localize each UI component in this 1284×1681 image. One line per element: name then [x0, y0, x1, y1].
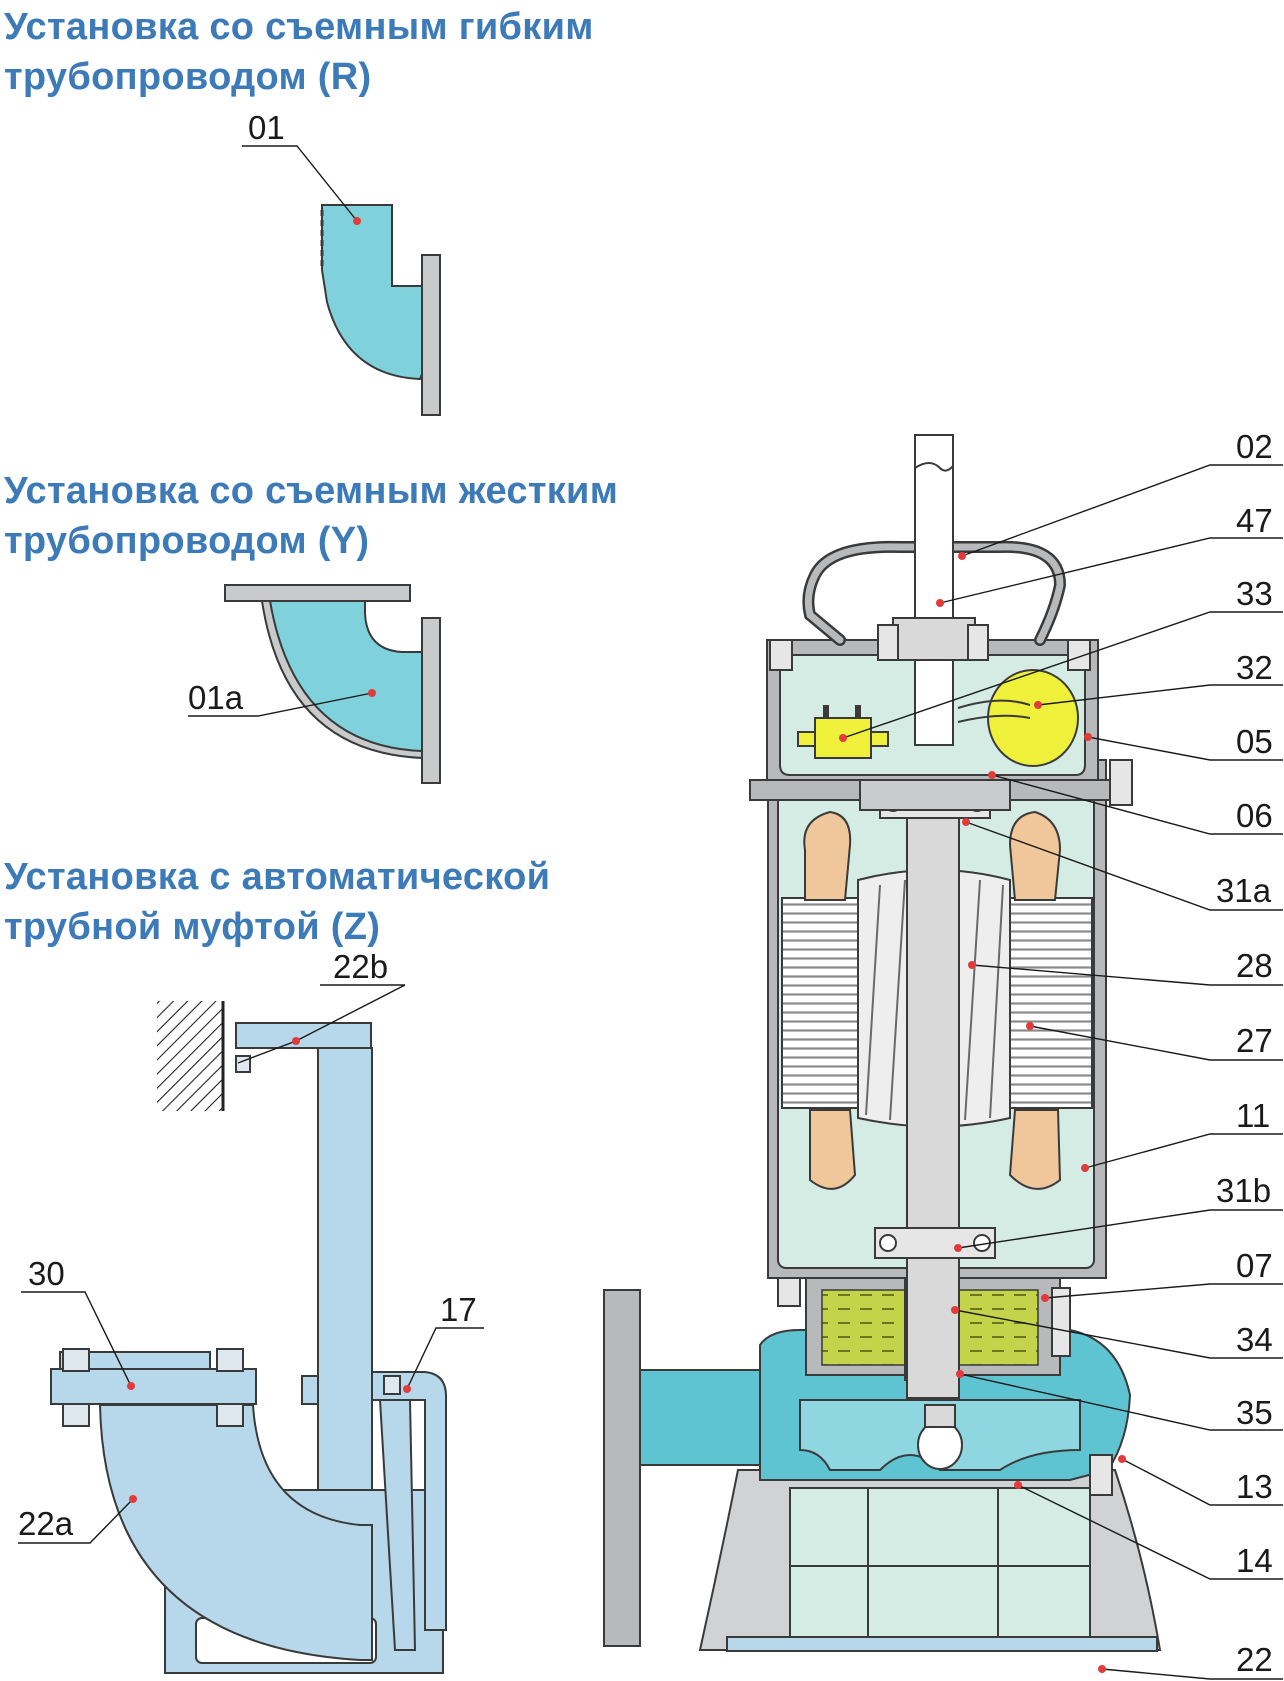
elbow-rigid-01a — [224, 584, 441, 784]
label-32: 32 — [1236, 649, 1273, 686]
heading-line-1: Установка со съемным гибким — [4, 6, 594, 48]
label-14: 14 — [1236, 1542, 1273, 1579]
label-22: 22 — [1236, 1641, 1273, 1678]
heading-line-1: Установка со съемным жестким — [4, 470, 619, 512]
callout-markers — [127, 217, 1126, 1673]
label-22a: 22a — [18, 1505, 74, 1542]
heading-line-1: Установка с автоматической — [4, 856, 551, 898]
label-06: 06 — [1236, 797, 1273, 834]
label-31a: 31a — [1216, 872, 1272, 909]
label-17: 17 — [440, 1291, 477, 1328]
float-switch-icon — [957, 669, 1079, 767]
heading-rigid-pipe: Установка со съемным жестким трубопровод… — [4, 466, 618, 566]
label-33: 33 — [1236, 575, 1273, 612]
label-47: 47 — [1236, 502, 1273, 539]
label-01: 01 — [248, 109, 285, 146]
label-28: 28 — [1236, 947, 1273, 984]
label-22b: 22b — [333, 948, 388, 985]
bolt-icon — [769, 624, 1133, 1496]
elbow-flexible-01 — [320, 204, 441, 416]
label-30: 30 — [28, 1255, 65, 1292]
bolt-icon — [62, 1348, 244, 1427]
label-01a: 01a — [188, 679, 244, 716]
label-27: 27 — [1236, 1022, 1273, 1059]
label-35: 35 — [1236, 1394, 1273, 1431]
label-07: 07 — [1236, 1247, 1273, 1284]
heading-line-2: трубной муфтой (Z) — [4, 906, 381, 948]
coupling-assembly — [50, 1001, 447, 1674]
label-13: 13 — [1236, 1468, 1273, 1505]
heading-flexible-pipe: Установка со съемным гибким трубопроводо… — [4, 2, 594, 102]
label-34: 34 — [1236, 1321, 1273, 1358]
heading-line-2: трубопроводом (Y) — [4, 520, 370, 562]
leader-lines — [18, 145, 1283, 1680]
label-02: 02 — [1236, 428, 1273, 465]
pump-section — [603, 434, 1162, 1652]
winding-icon — [803, 810, 1062, 1190]
label-31b: 31b — [1216, 1172, 1271, 1209]
label-11: 11 — [1236, 1097, 1270, 1134]
callout-labels: 01 01a 22b 30 17 22a 02 47 33 32 05 06 3… — [18, 109, 1273, 1678]
label-05: 05 — [1236, 723, 1273, 760]
heading-auto-coupling: Установка с автоматической трубной муфто… — [4, 852, 550, 952]
heading-line-2: трубопроводом (R) — [4, 56, 372, 98]
